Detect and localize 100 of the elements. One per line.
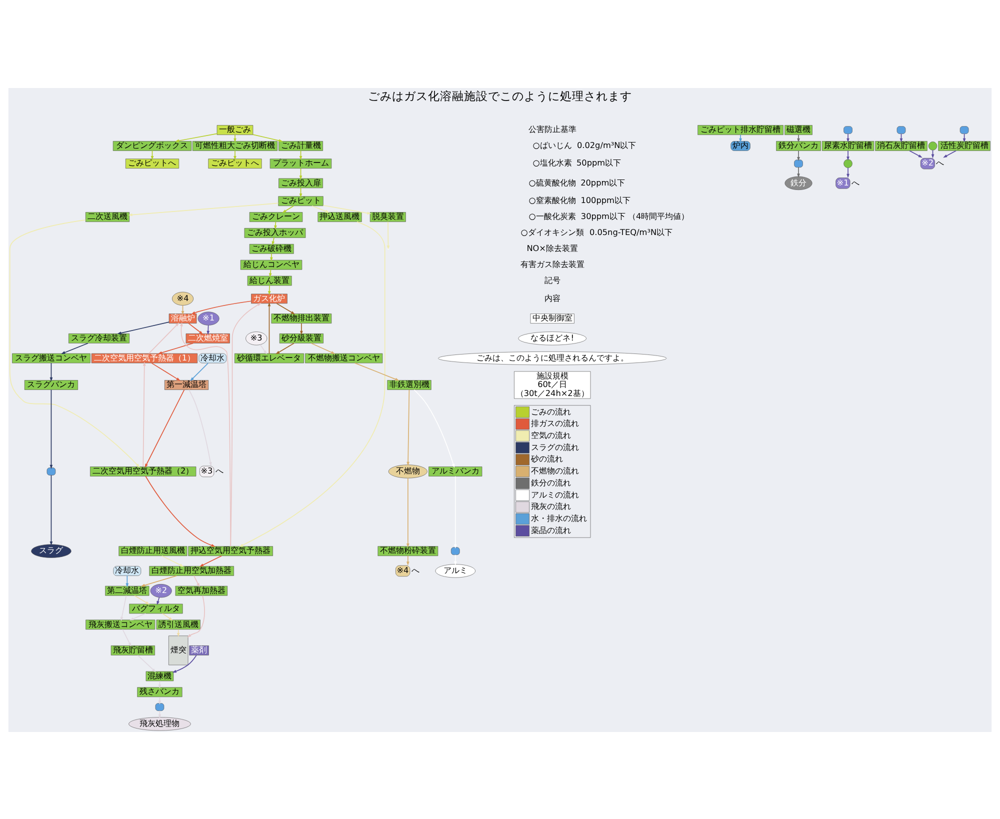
node-box: 薬剤 (189, 645, 209, 655)
arrow (137, 654, 156, 672)
node-box: ごみ計量機 (278, 140, 323, 150)
node-box: プラットホーム (270, 158, 332, 168)
arrow (386, 220, 390, 250)
arrow (270, 252, 273, 261)
arrow (943, 150, 956, 158)
legend-label: 排ガスの流れ (530, 418, 579, 428)
node-ellipse: 飛灰処理物 (128, 716, 191, 730)
arrow (322, 204, 372, 214)
arrow (252, 134, 283, 142)
arrow (50, 362, 53, 382)
arrow (176, 628, 180, 637)
arrow (188, 388, 212, 466)
label: 100ppm以下 (580, 194, 630, 205)
arrow (909, 150, 922, 158)
node-box: 誘引送風機 (156, 619, 200, 630)
legend-label: 空気の流れ (530, 429, 571, 440)
label: ○硫黄酸化物 (528, 176, 576, 187)
node-box (155, 702, 164, 710)
label: 0.02g/m³N以下 (576, 140, 636, 150)
arrow (276, 302, 296, 314)
arrow (144, 388, 185, 468)
node-box: 尿素水貯留槽 (822, 140, 874, 150)
label: ○窒素酸化物 (528, 194, 576, 205)
arrow (406, 477, 410, 548)
arrow (797, 134, 800, 142)
node-box: ごみピットへ (208, 158, 262, 168)
arrow (50, 474, 53, 546)
node-box: 砂循環エレベータ (234, 352, 304, 363)
arrow (188, 322, 204, 334)
legend-label: 砂の流れ (530, 453, 563, 464)
arrow (282, 204, 294, 212)
arrow (268, 302, 271, 354)
node-label: へ (936, 157, 944, 168)
arrow (156, 596, 160, 605)
node-box: ごみピットへ (125, 158, 180, 168)
node-box: 一般ごみ (216, 124, 254, 134)
node-box: ごみピット排水貯留槽 (698, 124, 784, 134)
node-box: 残さバンカ (137, 686, 182, 697)
legend-label: 不燃物の流れ (530, 465, 579, 476)
node-circle (844, 158, 852, 168)
arrow (174, 132, 218, 142)
label: ○ばいじん (532, 140, 572, 150)
arrow (797, 150, 800, 161)
arrow (130, 612, 146, 620)
node-box: 押込送風機 (318, 212, 362, 222)
arrow (276, 342, 294, 354)
arrow (797, 166, 800, 178)
label: 20ppm以下 (580, 176, 626, 187)
node-box: ガス化炉 (251, 293, 288, 304)
node-box: ごみクレーン (249, 212, 303, 222)
node-box: スラグ冷却装置 (68, 333, 130, 343)
arrow (162, 612, 173, 620)
node-box: バグフィルタ (129, 603, 183, 614)
arrow (187, 594, 205, 638)
arrow (122, 628, 132, 646)
diagram-title: ごみはガス化溶融施設でこのように処理されます (368, 88, 632, 102)
arrow (310, 342, 336, 354)
label: 有害ガス除去装置 (520, 258, 584, 268)
node-box: スラグバンカ (24, 380, 78, 390)
arrow (128, 202, 279, 216)
arrow (145, 475, 216, 546)
node-ellipse: 鉄分 (784, 176, 812, 190)
node-box (46, 467, 56, 475)
arrow (274, 220, 277, 230)
arrow (9, 219, 140, 468)
label: 0.05ng-TEQ/m³N以下 (589, 226, 673, 237)
label: 内容 (544, 292, 560, 302)
arrow (126, 574, 129, 587)
node-box: 混練機 (146, 670, 174, 681)
node-ellipse: 不燃物 (388, 464, 428, 478)
node-box: 不燃物搬送コンベヤ (305, 352, 383, 363)
node-box: 給じんコンベヤ (240, 259, 302, 270)
node-box: 砂分級装置 (279, 333, 324, 343)
arrow (120, 594, 127, 621)
node-box: 第一減温塔 (164, 380, 209, 390)
legend-label: 鉄分の流れ (530, 476, 571, 487)
arrow (406, 388, 410, 466)
node-box: スラグ搬送コンベヤ (12, 352, 90, 363)
arrow (739, 134, 742, 142)
node-box: ダンピングボックス (112, 140, 192, 150)
node-box: 溶融炉 (168, 313, 197, 323)
node-box: 可燃性粗大ごみ切断機 (192, 140, 278, 150)
node-box: 不燃物粉砕装置 (378, 546, 438, 556)
node-box: 鉄分バンカ (776, 140, 821, 150)
legend-label: 水・排水の流れ (530, 512, 587, 523)
arrow (148, 322, 180, 354)
arrow (190, 362, 209, 381)
arrow (140, 574, 178, 586)
legend-label: アルミの流れ (530, 488, 579, 499)
node-box: アルミバンカ (428, 466, 482, 476)
arrow (151, 362, 180, 380)
node-box: ごみ投入扉 (278, 178, 323, 188)
node-box: 二次空気用空気予熱器（2） (90, 466, 196, 476)
legend-label: 飛灰の流れ (530, 500, 571, 511)
node-ellipse: ※2 (150, 584, 172, 598)
arrow (161, 554, 184, 566)
node-box: 冷却水 (113, 566, 142, 576)
node-box (794, 159, 803, 167)
